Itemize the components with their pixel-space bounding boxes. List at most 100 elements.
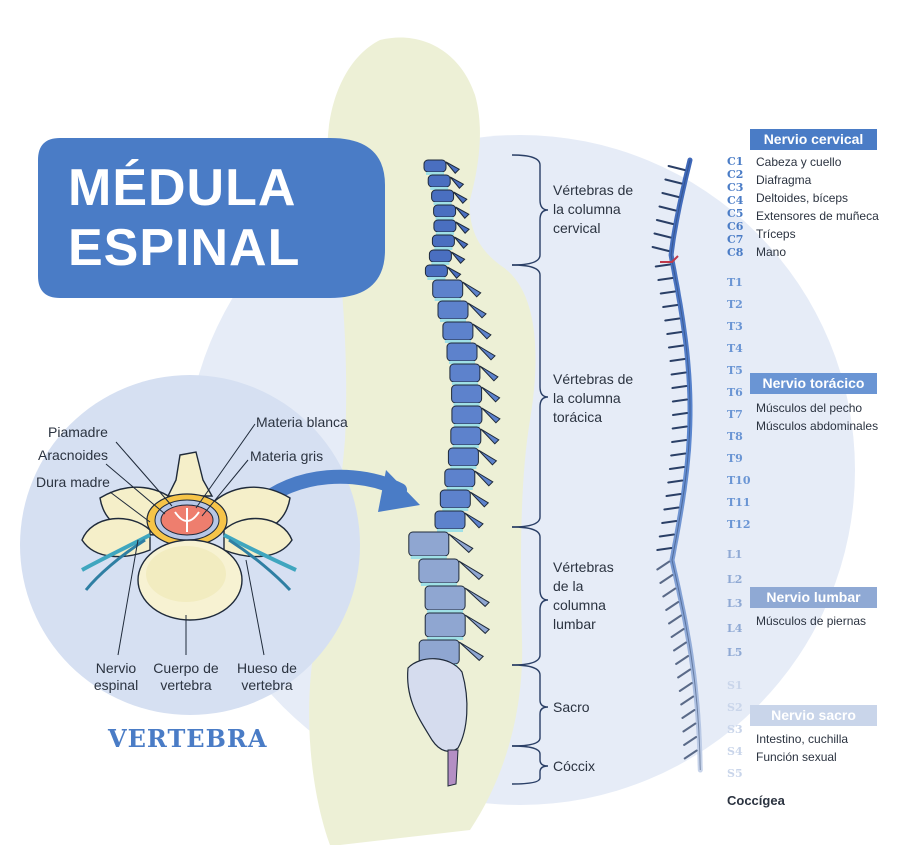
nerve-tick <box>681 709 696 719</box>
vertebra-body <box>418 558 460 584</box>
vertebra-disc <box>410 556 447 559</box>
nerve-tick <box>670 371 687 376</box>
header-nervio-cervical: Nervio cervical <box>750 129 877 150</box>
segment-t2: T2 <box>727 298 743 311</box>
vertebra-body <box>446 342 478 362</box>
segment-t3: T3 <box>727 320 743 333</box>
label-nervio-espinal: Nervio espinal <box>93 660 139 693</box>
title-box <box>38 138 385 298</box>
vertebra-disc <box>440 319 466 322</box>
segment-s3: S3 <box>727 723 743 736</box>
vertebra-disc <box>452 445 479 448</box>
spinal-cord-diagram <box>651 157 703 773</box>
nerve-tick <box>658 205 677 212</box>
vertebra-body <box>424 612 466 638</box>
vertebra-disc <box>427 610 464 613</box>
segment-s2: S2 <box>727 701 743 714</box>
segment-s1: S1 <box>727 679 743 692</box>
segment-t10: T10 <box>727 474 751 487</box>
vertebra-process <box>479 365 499 382</box>
vertebra-body <box>431 189 455 203</box>
functions-sacro: Intestino, cuchilla Función sexual <box>756 732 849 764</box>
vertebra-body <box>442 321 474 341</box>
segment-t4: T4 <box>727 342 743 355</box>
label-materia-gris: Materia gris <box>250 448 324 464</box>
vertebra-disc <box>453 424 480 427</box>
vertebra-disc <box>437 529 463 532</box>
label-aracnoides: Aracnoides <box>38 447 109 463</box>
vertebra-process <box>458 641 485 662</box>
vertebra-disc <box>451 382 478 385</box>
nerve-tick <box>670 452 687 457</box>
vertebra-illustration <box>81 451 297 621</box>
segment-t7: T7 <box>727 408 743 421</box>
vertebra-process <box>455 206 470 219</box>
vertebra-disc <box>449 361 475 364</box>
vertebra-body <box>428 249 452 263</box>
segment-t1: T1 <box>727 276 743 289</box>
vertebra-process <box>464 614 491 635</box>
nerve-tick <box>677 668 692 679</box>
segment-t5: T5 <box>727 364 743 377</box>
vertebra-disc <box>453 403 480 406</box>
vertebra-process <box>464 587 490 608</box>
vertebra-title: VERTEBRA <box>108 724 268 753</box>
nerve-tick <box>659 574 674 584</box>
nerve-tick <box>661 192 680 198</box>
vertebra-disc <box>446 487 473 490</box>
vertebra-body <box>433 219 457 233</box>
nerve-tick <box>668 614 682 625</box>
nerve-tick <box>664 317 681 322</box>
nerve-tick <box>664 178 683 185</box>
segment-c4: C4 <box>727 194 744 207</box>
nerve-tick <box>655 219 674 225</box>
vertebra-body <box>449 363 481 383</box>
vertebra-body <box>433 204 457 218</box>
coccyx <box>447 749 459 787</box>
functions-lumbar: Músculos de piernas <box>756 614 867 628</box>
vertebra-process <box>447 266 462 279</box>
functions-toracico: Músculos del pecho Músculos abdominales <box>756 401 879 433</box>
vertebra-body <box>408 531 450 557</box>
segment-l5: L5 <box>727 646 743 659</box>
vertebra-body <box>450 426 482 446</box>
vertebra-body <box>431 234 455 248</box>
vertebra-process <box>464 512 484 529</box>
segment-s4: S4 <box>727 745 743 758</box>
category-sacro: Sacro <box>553 699 590 715</box>
vertebra-disc <box>433 202 452 205</box>
nerve-tick <box>678 682 693 692</box>
nerve-tick <box>669 358 686 362</box>
nerve-tick <box>657 277 674 281</box>
category-brackets <box>511 154 549 785</box>
nerve-tick <box>672 412 688 416</box>
leader-lines <box>105 423 265 656</box>
segment-l4: L4 <box>727 621 743 635</box>
nerve-tick <box>680 695 695 706</box>
vertebra-disc <box>434 247 453 250</box>
nerve-tick <box>683 736 698 746</box>
nerve-tick <box>673 641 687 652</box>
category-cervical: Vértebras de la columna cervical <box>553 182 634 236</box>
segment-l2: L2 <box>727 572 743 586</box>
nerve-tick <box>671 385 688 389</box>
vertebra-process <box>469 491 490 508</box>
category-lumbar: Vértebras de la columna lumbar <box>553 559 614 632</box>
vertebra-process <box>481 407 501 424</box>
vertebra-body <box>432 279 464 299</box>
category-coccix: Cóccix <box>553 758 596 774</box>
nerve-tick <box>668 344 684 349</box>
spine-illustration <box>407 159 501 787</box>
label-hueso-vertebra: Hueso de vertebra <box>237 660 297 693</box>
vertebra-process <box>462 281 482 298</box>
vertebra-disc <box>434 298 461 301</box>
vertebra-disc <box>427 637 464 640</box>
vertebra-disc <box>426 172 444 175</box>
c8-marker <box>660 255 679 263</box>
vertebra-process <box>453 191 468 204</box>
header-nervio-sacro: Nervio sacro <box>750 705 877 726</box>
label-cuerpo-vertebra: Cuerpo de vertebra <box>153 660 219 693</box>
nerve-tick <box>662 587 677 598</box>
nerve-tick <box>662 304 679 308</box>
nerve-tick <box>651 246 670 252</box>
